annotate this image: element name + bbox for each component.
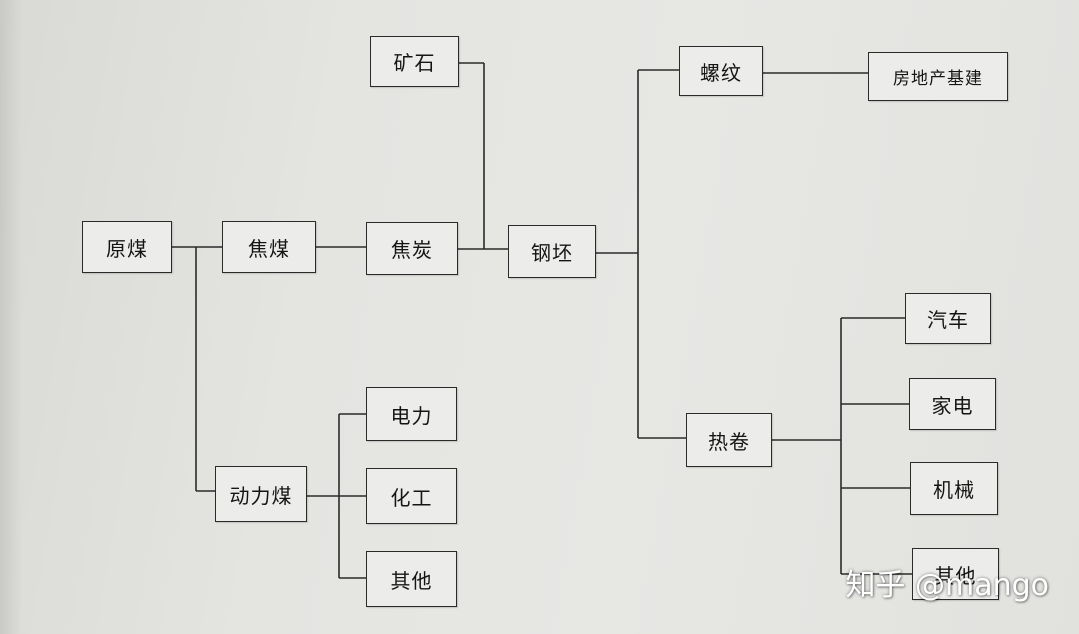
node-raw-coal: 原煤	[82, 221, 172, 273]
node-other-top: 其他	[912, 548, 999, 600]
node-power: 电力	[366, 387, 457, 441]
node-chemical: 化工	[366, 468, 457, 524]
node-appliances: 家电	[909, 378, 996, 430]
watermark-text: 知乎 @mango	[845, 568, 1049, 603]
node-coke: 焦炭	[366, 222, 458, 275]
node-real-estate: 房地产基建	[868, 52, 1008, 101]
node-billet: 钢坯	[508, 225, 596, 278]
node-ore: 矿石	[370, 36, 459, 87]
node-coking-coal: 焦煤	[222, 221, 316, 273]
node-thermal-coal: 动力煤	[215, 466, 307, 522]
node-rebar: 螺纹	[679, 46, 763, 96]
node-hot-coil: 热卷	[686, 413, 772, 467]
node-machinery: 机械	[910, 462, 998, 515]
node-auto: 汽车	[905, 293, 991, 344]
node-other-bottom: 其他	[366, 551, 457, 607]
page-edge-shadow	[0, 0, 22, 634]
